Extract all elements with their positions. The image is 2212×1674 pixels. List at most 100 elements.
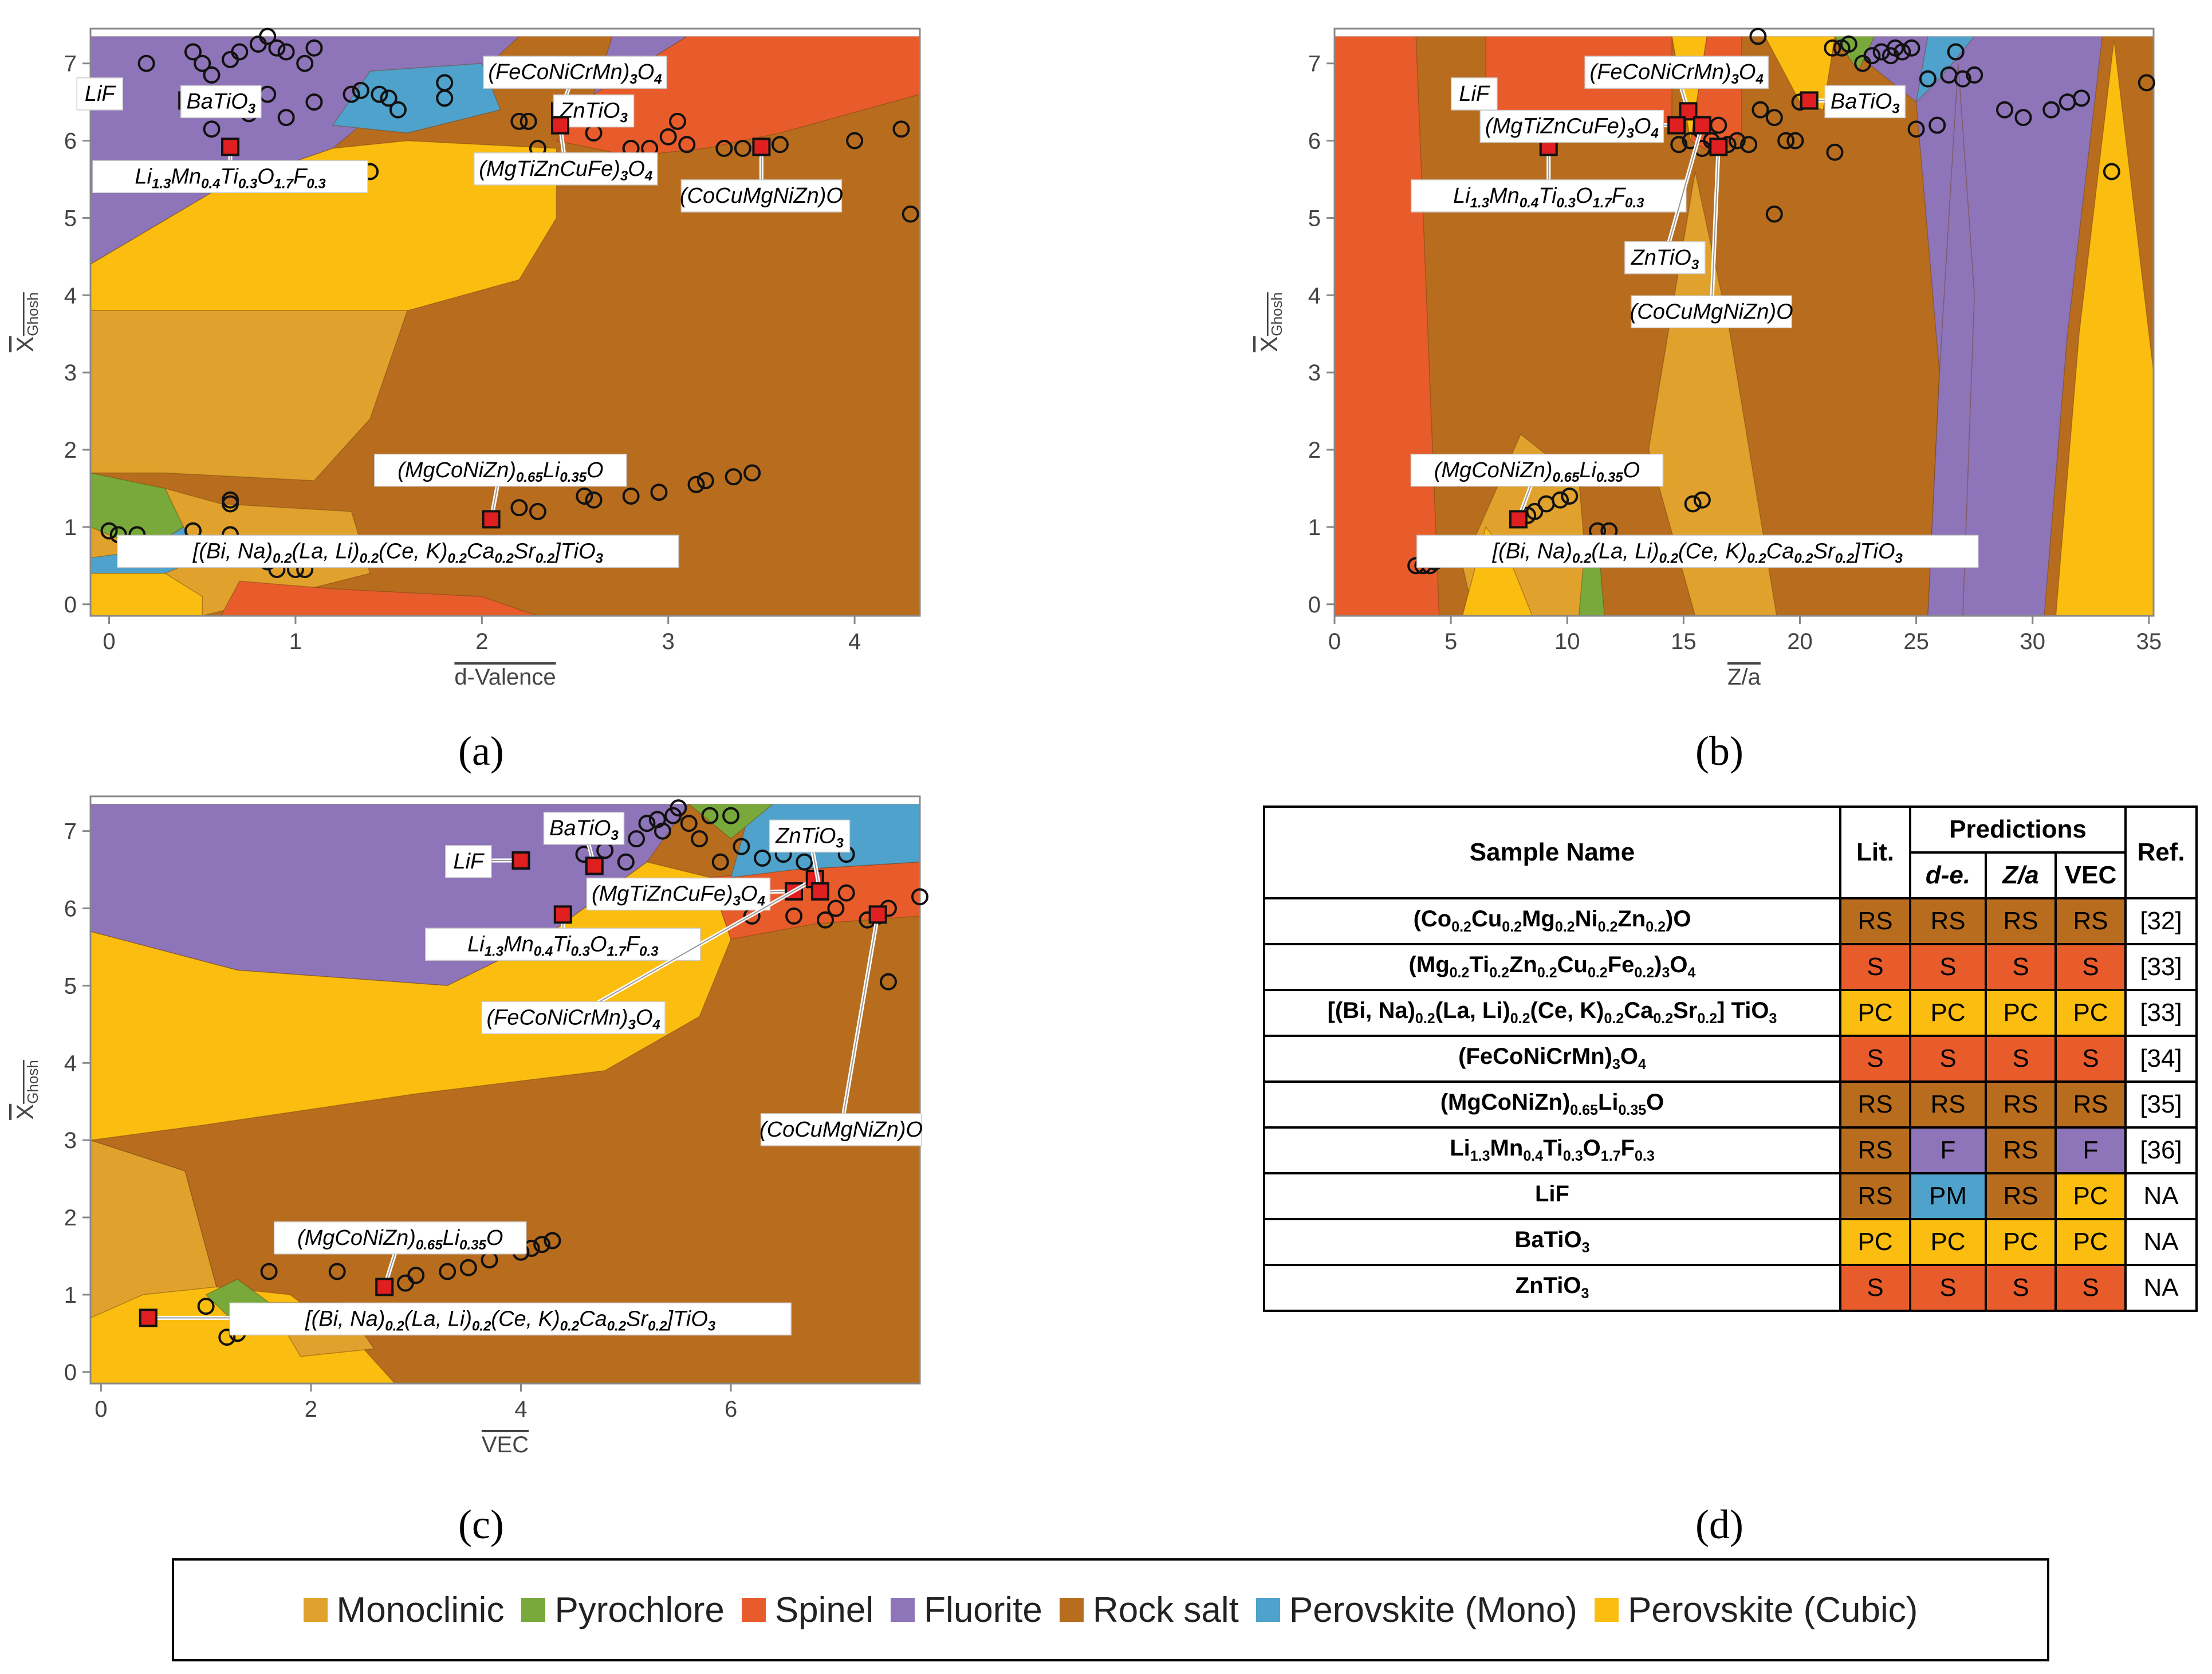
phase-cell-vec: S xyxy=(2054,943,2127,991)
sample-label: [(Bi, Na)0.2​(La, Li)0.2​(Ce, K)0.2​Ca0.… xyxy=(192,539,604,566)
header-lit: Lit. xyxy=(1839,805,1911,899)
data-point xyxy=(622,487,640,505)
sample-marker xyxy=(550,116,569,135)
data-point xyxy=(203,66,221,84)
sample-name: LiF xyxy=(1535,1181,1569,1207)
y-tick-label: 1 xyxy=(64,1283,77,1308)
sample-marker xyxy=(1509,510,1528,529)
ref-cell: [32] xyxy=(2124,897,2198,945)
sample-label-box xyxy=(481,1001,666,1035)
sample-label: ZnTiO3​ xyxy=(775,824,844,851)
phase-cell-lit: S xyxy=(1839,943,1911,991)
data-point xyxy=(231,43,249,61)
y-tick-label: 2 xyxy=(1308,438,1321,463)
x-tick-label: 1 xyxy=(289,629,302,654)
sample-label-box xyxy=(229,1302,792,1336)
data-point xyxy=(585,491,603,509)
x-tick-label: 2 xyxy=(475,629,488,654)
phase-cell-vec: RS xyxy=(2054,1080,2127,1129)
sample-label-box xyxy=(1410,454,1664,487)
sample-label-box xyxy=(92,160,368,193)
data-point xyxy=(650,484,668,501)
chart-c: 024601234567VECXGhoshLiFBaTiO3​Li1.3​Mn0… xyxy=(11,795,928,1457)
data-point xyxy=(1740,136,1758,154)
phase-cell-lit: S xyxy=(1839,1264,1911,1312)
data-point xyxy=(1824,39,1841,57)
sample-label-box xyxy=(1451,77,1498,111)
legend-item: Rock salt xyxy=(1059,1590,1239,1630)
ref-cell: NA xyxy=(2124,1172,2198,1220)
sample-name-cell: (FeCoNiCrMn)3​O4​ xyxy=(1263,1035,1841,1083)
phase-cell-lit: RS xyxy=(1839,1172,1911,1220)
sample-label: (FeCoNiCrMn)3​O4​ xyxy=(1590,60,1764,87)
phase-cell-de: F xyxy=(1909,1126,1987,1174)
data-point xyxy=(439,1263,456,1280)
legend-swatch xyxy=(1059,1598,1084,1622)
sample-name-cell: Li1.3​Mn0.4​Ti0.3​O1.7​F0.3​ xyxy=(1263,1126,1841,1174)
data-point xyxy=(680,815,698,832)
data-point xyxy=(754,849,772,867)
sample-label-box xyxy=(1411,179,1687,213)
sample-name-cell: (Mg0.2​Ti0.2​Zn0.2​Cu0.2​Fe0.2​)3​O4​ xyxy=(1263,943,1841,991)
data-point xyxy=(305,93,323,111)
sample-label: ZnTiO3​ xyxy=(1631,246,1699,273)
y-tick-label: 1 xyxy=(64,515,77,540)
phase-cell-de: PM xyxy=(1909,1172,1987,1220)
data-point xyxy=(277,109,295,127)
data-point xyxy=(352,81,369,99)
data-point xyxy=(1728,132,1746,150)
phase-region xyxy=(1927,63,1975,616)
phase-cell-lit: RS xyxy=(1839,1126,1911,1174)
data-point xyxy=(1684,495,1702,513)
sample-marker xyxy=(511,851,530,870)
sample-label: [(Bi, Na)0.2​(La, Li)0.2​(Ce, K)0.2​Ca0.… xyxy=(1492,539,1903,566)
sample-label: BaTiO3​ xyxy=(1831,89,1900,116)
legend-item: Monoclinic xyxy=(303,1590,504,1630)
panel-label-c: (c) xyxy=(458,1502,504,1547)
phase-cell-za: RS xyxy=(1985,1172,2057,1220)
phase-cell-de: S xyxy=(1909,1035,1987,1083)
phase-cell-za: S xyxy=(1985,1264,2057,1312)
sample-label: LiF xyxy=(85,82,116,106)
data-point xyxy=(305,39,323,57)
legend-label: Spinel xyxy=(774,1590,874,1630)
sample-label: (FeCoNiCrMn)3​O4​ xyxy=(486,1005,660,1032)
data-point xyxy=(407,1267,425,1284)
x-tick-label: 0 xyxy=(95,1397,107,1422)
sample-marker xyxy=(752,137,771,156)
data-point xyxy=(1966,66,1983,84)
y-tick-label: 3 xyxy=(64,1128,77,1153)
y-axis-label: XGhosh xyxy=(11,1060,41,1120)
data-point xyxy=(277,43,295,61)
y-tick-label: 5 xyxy=(1308,206,1321,231)
sample-marker xyxy=(1667,116,1686,135)
data-point xyxy=(519,112,537,130)
phase-cell-za: S xyxy=(1985,943,2057,991)
sample-label-box xyxy=(445,845,492,878)
header-sample-name: Sample Name xyxy=(1263,805,1841,899)
x-tick-label: 10 xyxy=(1554,629,1580,654)
sample-name: [(Bi, Na)0.2​(La, Li)0.2​(Ce, K)0.2​Ca0.… xyxy=(1328,998,1777,1027)
x-tick-label: 3 xyxy=(662,629,675,654)
x-axis-label: VEC xyxy=(482,1432,529,1457)
data-point xyxy=(343,85,360,103)
y-tick-label: 4 xyxy=(1308,283,1321,308)
table-row: (Mg0.2​Ti0.2​Zn0.2​Cu0.2​Fe0.2​)3​O4​SSS… xyxy=(1263,943,2198,991)
data-point xyxy=(1561,487,1579,505)
x-axis-label: Z/a xyxy=(1727,665,1761,690)
data-point xyxy=(892,120,910,138)
data-point xyxy=(184,43,202,61)
data-point xyxy=(328,1263,346,1280)
sample-label-box xyxy=(117,535,679,568)
phase-cell-vec: S xyxy=(2054,1264,2127,1312)
y-tick-label: 3 xyxy=(1308,360,1321,386)
data-point xyxy=(1749,27,1767,45)
sample-label-box xyxy=(180,85,262,119)
data-point xyxy=(218,1329,236,1346)
data-point xyxy=(1840,35,1857,53)
data-point xyxy=(533,1236,551,1253)
data-point xyxy=(1765,109,1783,127)
data-point xyxy=(259,27,277,45)
label-leader xyxy=(573,878,816,1017)
